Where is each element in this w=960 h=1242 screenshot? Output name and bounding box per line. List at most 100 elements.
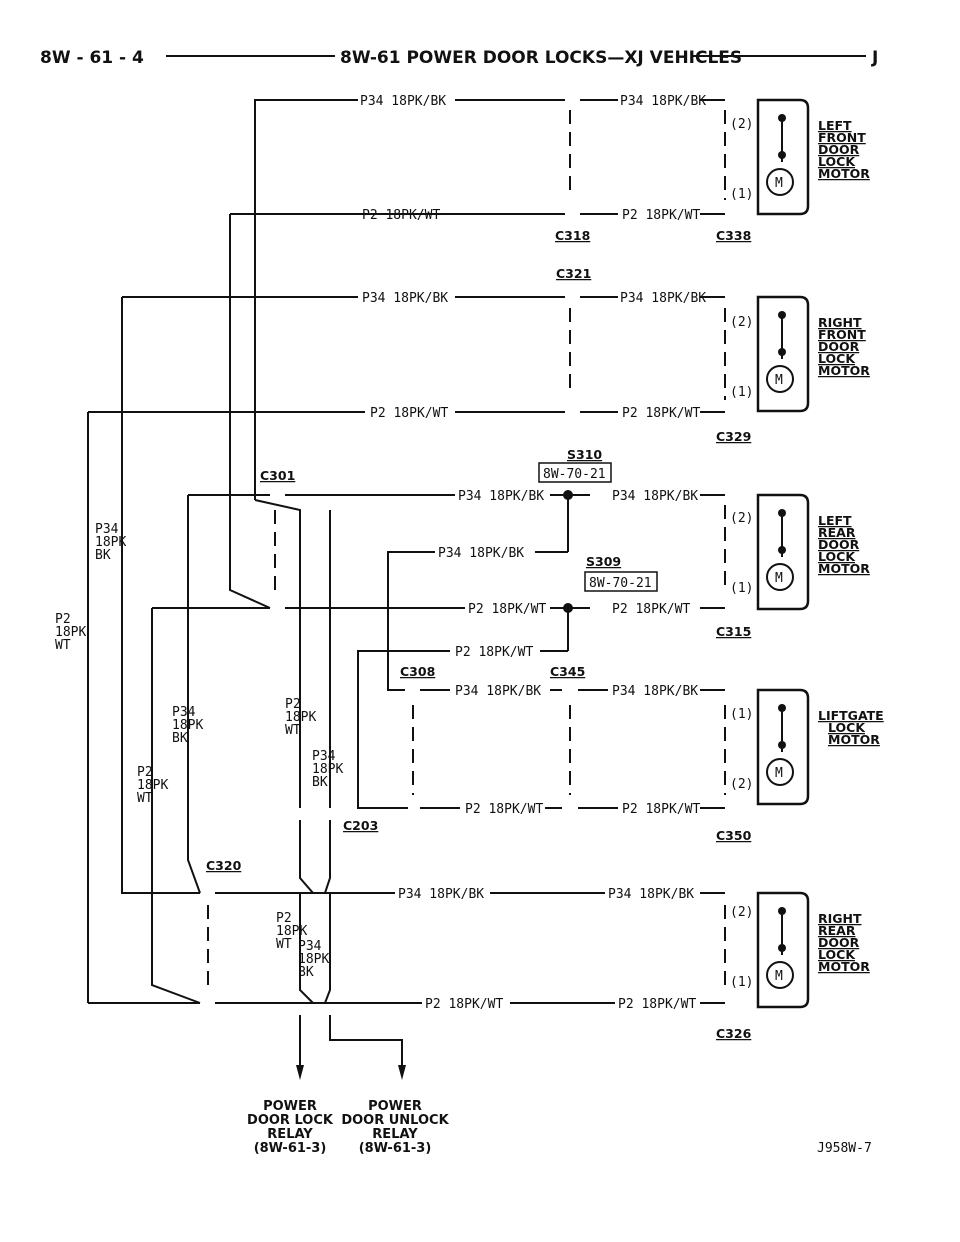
motor-label-line: LEFT	[818, 513, 852, 528]
wire-segment	[299, 820, 314, 894]
wire-side-label: 18PK	[285, 710, 316, 725]
wire-label: P2 18PK/WT	[618, 997, 696, 1012]
wire-side-label: 18PK	[95, 535, 126, 550]
wire-side-label: P34	[298, 939, 322, 954]
wire-segment	[387, 551, 435, 691]
wire-label: P2 18PK/WT	[455, 645, 533, 660]
wire-side-label: P34	[312, 749, 336, 764]
wire-side-label: 18PK	[312, 762, 343, 777]
wire-label: P34 18PK/BK	[608, 887, 694, 902]
motor-symbol	[766, 365, 794, 393]
pin-label: (1)	[730, 187, 753, 202]
connector-label: C321	[556, 266, 591, 281]
wire-segment	[151, 608, 201, 1004]
wire-segment	[229, 214, 271, 609]
wire-side-label: P2	[55, 612, 71, 627]
motor-label-line: RIGHT	[818, 315, 862, 330]
wire-label: P2 18PK/WT	[362, 208, 440, 223]
wire-segment	[324, 893, 331, 1004]
motor-symbol	[766, 563, 794, 591]
arrow-head	[296, 1065, 304, 1080]
wire-side-label: BK	[298, 965, 314, 980]
connector-label: C320	[206, 858, 242, 873]
motor-housing	[756, 295, 810, 413]
relay-label-line: (8W-61-3)	[254, 1141, 327, 1156]
wire-label: P34 18PK/BK	[620, 94, 706, 109]
header-vehicle-code: J	[871, 48, 878, 68]
wire-label: P2 18PK/WT	[425, 997, 503, 1012]
pin-label: (2)	[730, 117, 753, 132]
wire-side-label: P2	[276, 911, 292, 926]
row-left-rear: S310 8W-70-21 C301 P34 18PK/BK P34 18PK/…	[152, 447, 753, 809]
connector-label: C203	[343, 818, 378, 833]
motor-letter: M	[775, 373, 783, 388]
splice-ref: 8W-70-21	[543, 467, 606, 482]
motor-symbol	[766, 961, 794, 989]
wire-label: P2 18PK/WT	[622, 208, 700, 223]
connector-label: C329	[716, 429, 751, 444]
motor-label-line: LOCK	[818, 549, 856, 564]
motor-label-line: MOTOR	[818, 166, 870, 181]
wire-label: P34 18PK/BK	[612, 684, 698, 699]
pin-label: (1)	[730, 707, 753, 722]
trunk-wiring: C203	[151, 214, 406, 1080]
wire-segment	[329, 1015, 403, 1075]
wire-side-label: WT	[137, 791, 153, 806]
motor-label-line: DOOR	[818, 537, 860, 552]
splice-label: S310	[567, 447, 602, 462]
connector-label: C345	[550, 664, 585, 679]
wire-side-label: 18PK	[55, 625, 86, 640]
motor-label-line: LIFTGATE	[818, 708, 884, 723]
splice-label: S309	[586, 554, 621, 569]
row-liftgate: C308 C345 P34 18PK/BK P34 18PK/BK P2 18P…	[400, 664, 753, 843]
connector-label: C315	[716, 624, 751, 639]
wire-segment	[299, 893, 314, 1004]
wire-segment	[187, 495, 201, 894]
motor-label-line: MOTOR	[828, 732, 880, 747]
wire-label: P34 18PK/BK	[360, 94, 446, 109]
wire-side-label: 18PK	[172, 718, 203, 733]
motor-housing	[756, 688, 810, 806]
motor-label-line: LEFT	[818, 118, 852, 133]
pin-label: (2)	[730, 315, 753, 330]
wire-label: P34 18PK/BK	[620, 291, 706, 306]
connector-label: C308	[400, 664, 435, 679]
wire-label: P34 18PK/BK	[612, 489, 698, 504]
motor-group: MLEFTFRONTDOORLOCKMOTORMRIGHTFRONTDOORLO…	[756, 98, 884, 1009]
motor-label-line: FRONT	[818, 130, 866, 145]
relay-label-line: DOOR LOCK	[247, 1113, 334, 1128]
motor-letter: M	[775, 766, 783, 781]
motor-label-line: MOTOR	[818, 959, 870, 974]
connector-label: C350	[716, 828, 752, 843]
pin-label: (2)	[730, 777, 753, 792]
wire-side-label: P34	[95, 522, 119, 537]
wire-side-label: WT	[55, 638, 71, 653]
wire-label: P34 18PK/BK	[458, 489, 544, 504]
wire-side-label: WT	[276, 937, 292, 952]
relay-label-line: DOOR UNLOCK	[341, 1113, 449, 1128]
figure-id: J958W-7	[817, 1141, 872, 1156]
motor-label-line: LOCK	[828, 720, 866, 735]
pin-label: (1)	[730, 975, 753, 990]
motor-label-line: MOTOR	[818, 363, 870, 378]
page-title: 8W-61 POWER DOOR LOCKS—XJ VEHICLES	[340, 48, 742, 68]
row-right-rear: C320 P34 18PK/BK P34 18PK/BK P2 18PK/WT …	[88, 297, 753, 1041]
wire-label: P34 18PK/BK	[455, 684, 541, 699]
motor-label-line: DOOR	[818, 339, 860, 354]
motor-housing	[756, 891, 810, 1009]
relay-label-line: POWER	[368, 1099, 422, 1114]
wire-side-label: 18PK	[298, 952, 329, 967]
connector-label: C326	[716, 1026, 752, 1041]
wire-side-label: BK	[312, 775, 328, 790]
arrow-head	[398, 1065, 406, 1080]
wire-segment	[324, 820, 331, 894]
motor-label-line: MOTOR	[818, 561, 870, 576]
pin-label: (2)	[730, 905, 753, 920]
wire-side-label: 18PK	[137, 778, 168, 793]
wire-segment	[357, 650, 450, 809]
wire-label: P2 18PK/WT	[622, 802, 700, 817]
